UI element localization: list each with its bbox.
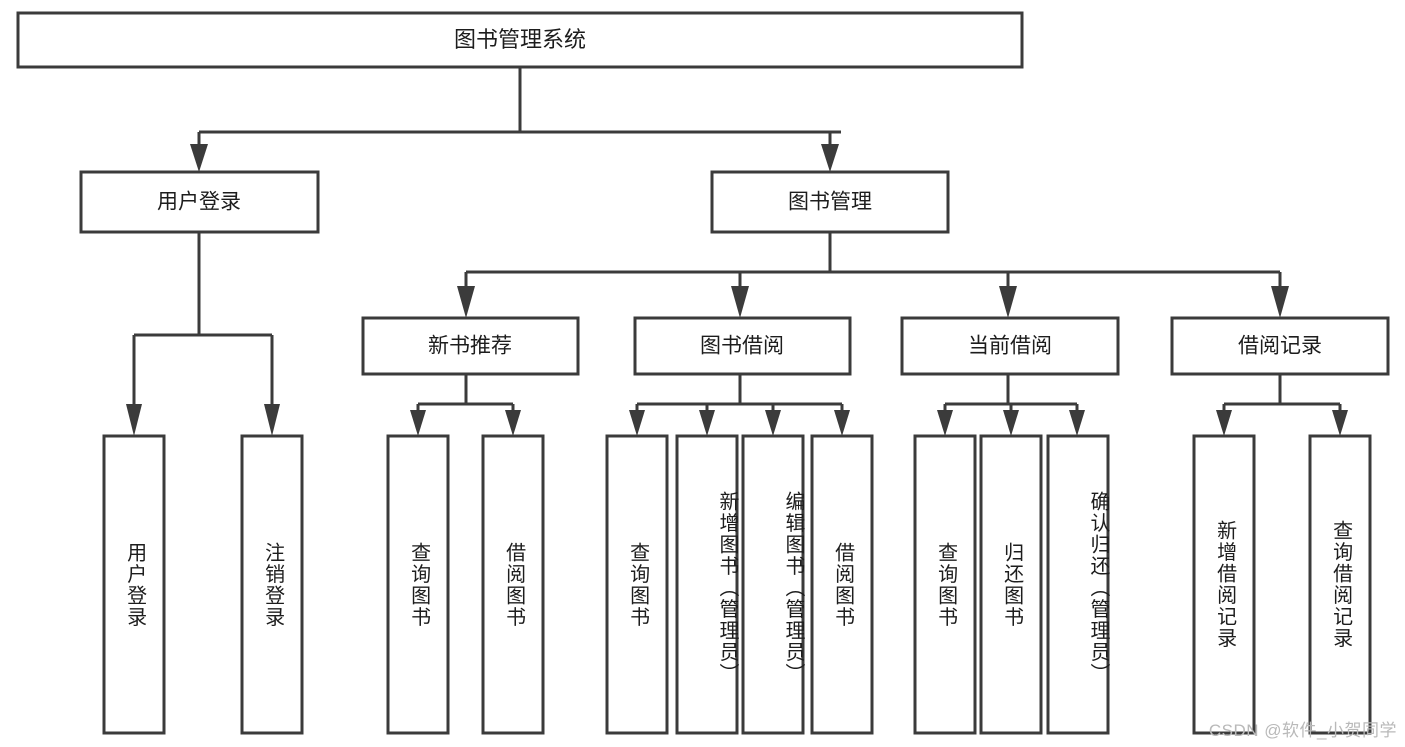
arrow-head-leaf-borrow-query (629, 410, 645, 436)
node-current-borrow[interactable] (900, 316, 1120, 376)
node-layer: 图书管理系统 用户登录 图书管理 新书推荐 图书借阅 当前借阅 借阅记录 (16, 11, 1390, 735)
node-root-label: 图书管理系统 (454, 27, 586, 52)
arrow-head-leaf-user-login (126, 404, 142, 436)
node-leaf-user-logout[interactable] (240, 434, 304, 735)
arrow-head-current-borrow (999, 286, 1017, 318)
arrow-head-leaf-borrow-do (834, 410, 850, 436)
node-book-borrow-label: 图书借阅 (700, 335, 784, 358)
node-borrow-record[interactable] (1170, 316, 1390, 376)
arrow-head-leaf-rec-add (1216, 410, 1232, 436)
arrow-head-leaf-cur-query (937, 410, 953, 436)
node-leaf-cur-query[interactable] (913, 434, 977, 735)
connector-layer (126, 67, 1348, 436)
arrow-head-leaf-rec-query (410, 410, 426, 436)
arrow-head-book-manage (821, 144, 839, 172)
node-leaf-borrow-do[interactable] (810, 434, 874, 735)
node-user-login[interactable] (79, 170, 320, 234)
node-new-book-rec-label: 新书推荐 (428, 335, 512, 358)
node-leaf-cur-confirm[interactable] (1046, 434, 1110, 735)
node-current-borrow-label: 当前借阅 (968, 335, 1052, 358)
node-book-borrow[interactable] (633, 316, 852, 376)
node-leaf-borrow-query[interactable] (605, 434, 669, 735)
node-leaf-rec-search[interactable] (1308, 434, 1372, 735)
node-leaf-user-login[interactable] (102, 434, 166, 735)
arrow-head-leaf-cur-return (1003, 410, 1019, 436)
arrow-head-leaf-cur-confirm (1069, 410, 1085, 436)
node-leaf-rec-query[interactable] (386, 434, 450, 735)
node-new-book-rec[interactable] (361, 316, 580, 376)
arrow-head-book-borrow (731, 286, 749, 318)
arrow-head-leaf-borrow-edit (765, 410, 781, 436)
node-leaf-borrow-add[interactable] (675, 434, 739, 735)
node-leaf-borrow-edit[interactable] (741, 434, 805, 735)
node-leaf-rec-borrow[interactable] (481, 434, 545, 735)
node-user-login-label: 用户登录 (157, 191, 241, 214)
node-leaf-cur-return[interactable] (979, 434, 1043, 735)
node-book-manage-label: 图书管理 (788, 191, 872, 214)
arrow-head-borrow-record (1271, 286, 1289, 318)
node-root[interactable] (16, 11, 1024, 69)
watermark: CSDN @软件_小贺同学 (1208, 721, 1397, 740)
arrow-head-user-login (190, 144, 208, 172)
node-book-manage[interactable] (710, 170, 950, 234)
node-borrow-record-label: 借阅记录 (1238, 335, 1322, 358)
node-leaf-rec-add[interactable] (1192, 434, 1256, 735)
arrow-head-leaf-rec-borrow (505, 410, 521, 436)
arrow-head-leaf-rec-search (1332, 410, 1348, 436)
arrow-head-leaf-user-logout (264, 404, 280, 436)
arrow-head-new-book-rec (457, 286, 475, 318)
arrow-head-leaf-borrow-add (699, 410, 715, 436)
